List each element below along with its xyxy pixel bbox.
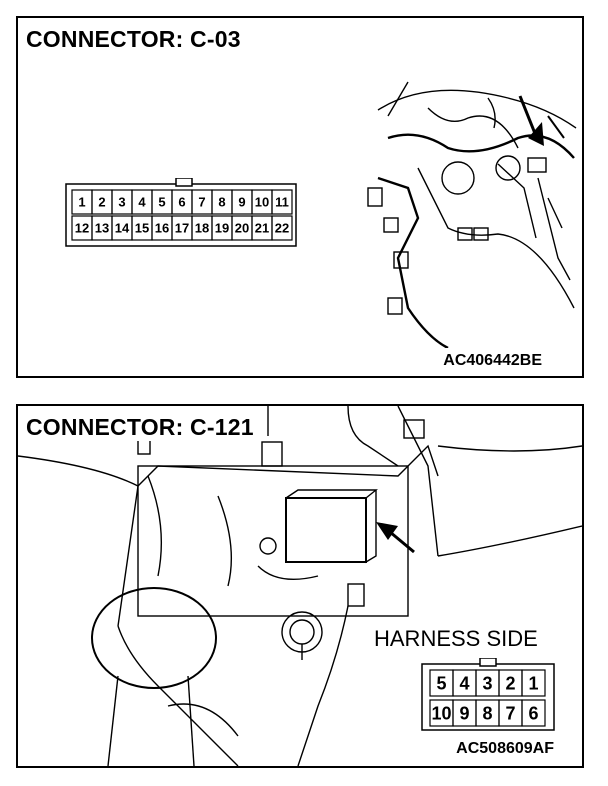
pin-cell-5: 5 [151,189,173,215]
figure-code: AC508609AF [456,740,554,757]
pin-number: 15 [135,221,149,236]
pin-number: 4 [138,195,146,210]
pin-cell-11: 11 [271,189,293,215]
pin-cell-14: 14 [111,215,133,241]
pin-number: 2 [505,673,515,693]
pin-number: 8 [482,703,492,723]
pin-cell-10: 10 [429,699,454,727]
pin-number: 9 [459,703,469,723]
pin-cell-13: 13 [91,215,113,241]
pin-number: 18 [195,221,209,236]
harness-side-label: HARNESS SIDE [372,626,540,652]
pin-number: 6 [528,703,538,723]
pin-number: 19 [215,221,229,236]
pin-cell-15: 15 [131,215,153,241]
pin-number: 8 [218,195,225,210]
console-illustration [18,406,582,766]
pin-cell-21: 21 [251,215,273,241]
pin-number: 9 [238,195,245,210]
pin-row-bottom: 12 13 14 15 16 17 18 19 20 21 22 [71,215,293,241]
pin-number: 5 [436,673,446,693]
pin-number: 10 [431,703,451,723]
pin-number: 6 [178,195,185,210]
pin-number: 7 [198,195,205,210]
pin-cell-6: 6 [171,189,193,215]
pin-number: 21 [255,221,269,236]
pin-cell-20: 20 [231,215,253,241]
panel-title: CONNECTOR: C-121 [26,414,258,441]
pin-number: 16 [155,221,169,236]
pin-cell-2: 2 [91,189,113,215]
pin-number: 22 [275,221,289,236]
pin-cell-6: 6 [521,699,546,727]
pin-cell-4: 4 [131,189,153,215]
pin-cell-16: 16 [151,215,173,241]
pin-number: 12 [75,221,89,236]
pin-number: 2 [98,195,105,210]
pin-cell-19: 19 [211,215,233,241]
pin-number: 7 [505,703,515,723]
pin-cell-7: 7 [191,189,213,215]
pin-number: 3 [482,673,492,693]
pin-number: 1 [528,673,538,693]
pin-cell-1: 1 [71,189,93,215]
pin-number: 11 [275,195,289,210]
pin-number: 13 [95,221,109,236]
pin-number: 17 [175,221,189,236]
pin-cell-10: 10 [251,189,273,215]
pin-cell-18: 18 [191,215,213,241]
pin-cell-8: 8 [211,189,233,215]
pin-cell-12: 12 [71,215,93,241]
dashboard-harness-illustration [367,81,577,348]
pin-number: 20 [235,221,249,236]
pin-cell-1: 1 [521,669,546,697]
panel-title: CONNECTOR: C-03 [26,26,245,53]
pin-number: 10 [255,195,269,210]
pin-cell-22: 22 [271,215,293,241]
pin-number: 5 [158,195,165,210]
figure-code: AC406442BE [443,352,542,369]
pin-number: 14 [115,221,130,236]
pin-cell-3: 3 [111,189,133,215]
pin-number: 1 [78,195,85,210]
pin-cell-9: 9 [231,189,253,215]
pin-number: 3 [118,195,125,210]
pin-cell-17: 17 [171,215,193,241]
pin-number: 4 [459,673,469,693]
